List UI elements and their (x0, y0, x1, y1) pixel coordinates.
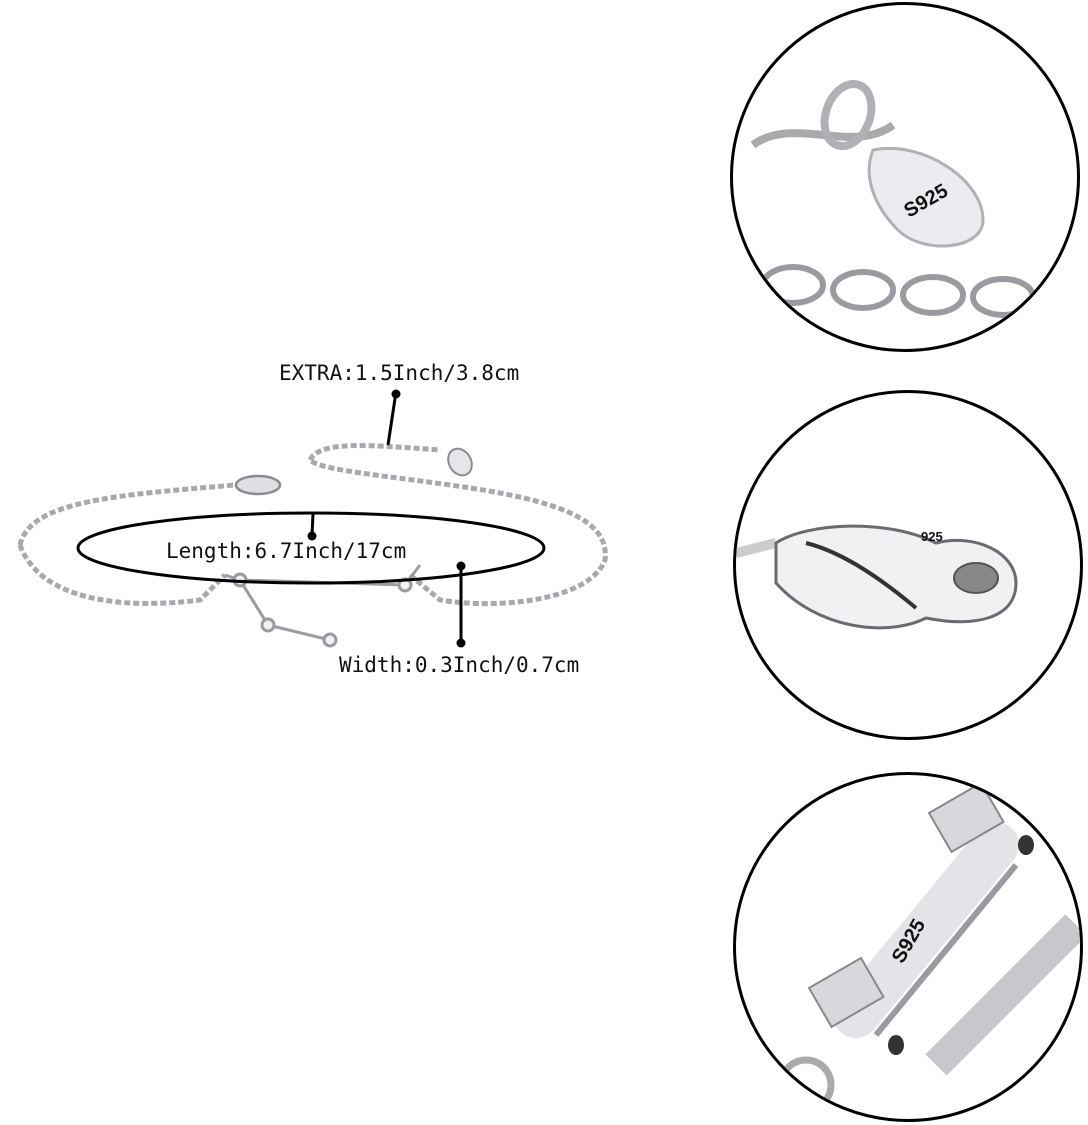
detail-view-connector: S925 (733, 772, 1083, 1122)
clasp-stamp-text: 925 (921, 529, 943, 544)
length-ellipse (76, 511, 546, 585)
extender-tag (447, 447, 473, 477)
length-label: Length:6.7Inch/17cm (166, 539, 407, 563)
connector-closeup-illustration (777, 781, 1080, 1114)
tag-closeup-illustration (750, 80, 1036, 318)
chain-lower (17, 544, 227, 606)
detail-view-tag: S925 (730, 2, 1080, 352)
lobster-clasp (234, 474, 282, 496)
detail-view-clasp: 925 (733, 390, 1083, 740)
constellation-charm (224, 564, 422, 648)
width-label: Width:0.3Inch/0.7cm (339, 653, 580, 677)
extra-length-label: EXTRA:1.5Inch/3.8cm (279, 361, 520, 385)
bracelet-illustration (17, 389, 608, 648)
clasp-closeup-illustration (736, 524, 1018, 630)
extender-chain (307, 443, 441, 462)
